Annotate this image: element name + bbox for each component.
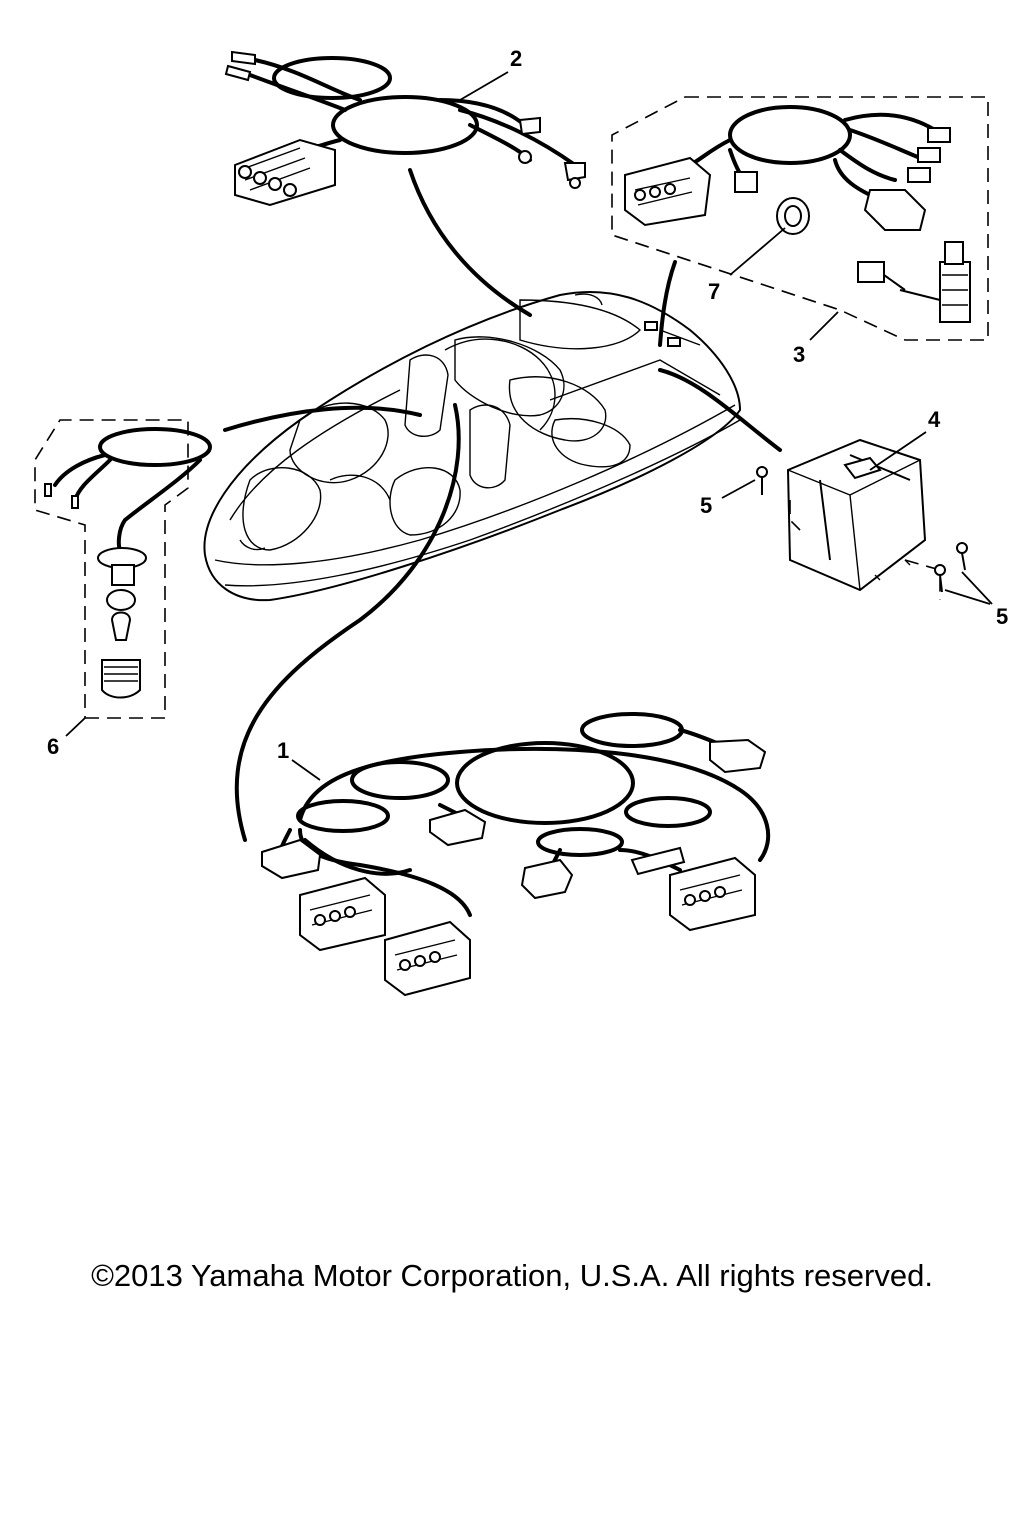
callout-4: 4 [928, 407, 941, 432]
leader-battery [658, 368, 782, 452]
callout-5b: 5 [996, 604, 1008, 629]
screws-5 [756, 466, 968, 593]
boat-hull [203, 291, 742, 602]
connector-large-c [669, 856, 756, 932]
callout-leader-6 [65, 717, 86, 737]
harness-1 [261, 712, 771, 997]
callout-5a: 5 [700, 493, 712, 518]
callout-leader-3 [809, 311, 839, 341]
callout-leader-1 [291, 759, 321, 781]
copyright-notice: ©2013 Yamaha Motor Corporation, U.S.A. A… [91, 1258, 933, 1293]
connector-4-pin [234, 138, 336, 207]
callout-6: 6 [47, 734, 59, 759]
harness-2 [224, 50, 586, 207]
leader-harness-3 [658, 260, 677, 347]
callout-leader-5a [721, 479, 756, 499]
callout-leader-5b [944, 571, 993, 605]
connector-large-a [299, 876, 386, 952]
callout-leader-2 [459, 71, 509, 101]
callout-2: 2 [510, 46, 522, 71]
kit-3 [611, 96, 989, 341]
leader-harness-2 [408, 168, 532, 317]
callout-leader-7 [729, 227, 786, 276]
connector-6-pin [624, 156, 712, 227]
connector-large-b [384, 920, 471, 997]
callout-3: 3 [793, 342, 805, 367]
battery-box [786, 438, 941, 600]
callout-7: 7 [708, 279, 720, 304]
callout-1: 1 [277, 738, 289, 763]
light-kit-6 [34, 405, 422, 719]
callout-leader-4 [869, 431, 927, 471]
leader-harness-1 [234, 403, 461, 842]
temperature-sensor [857, 241, 971, 323]
